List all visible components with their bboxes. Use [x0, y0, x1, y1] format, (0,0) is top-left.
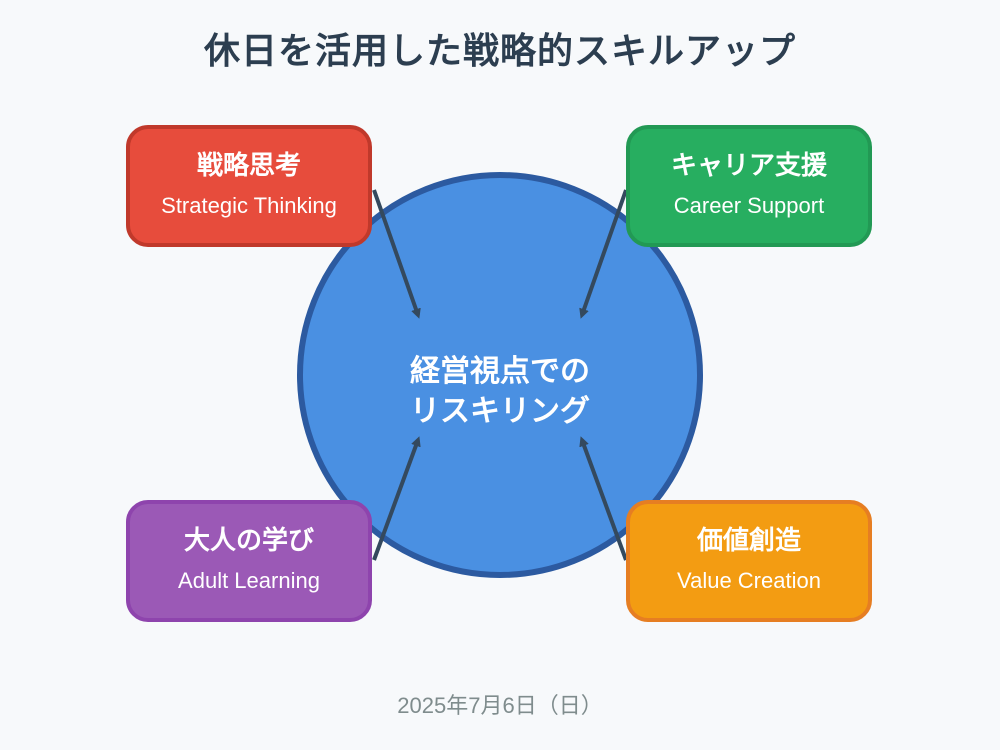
node-value-creation-en: Value Creation: [677, 568, 821, 593]
node-strategic-thinking-jp: 戦略思考: [196, 151, 301, 181]
arrow-adult-to-center: [372, 436, 421, 561]
node-value-creation: 価値創造 Value Creation: [626, 500, 872, 622]
arrow-strategic-to-center: [372, 189, 421, 319]
node-value-creation-jp: 価値創造: [696, 526, 801, 556]
node-career-support-en: Career Support: [673, 193, 825, 218]
node-strategic-thinking: 戦略思考 Strategic Thinking: [126, 125, 372, 247]
node-adult-learning-en: Adult Learning: [178, 568, 320, 593]
node-adult-learning-jp: 大人の学び: [183, 526, 314, 556]
node-career-support-jp: キャリア支援: [670, 151, 827, 181]
arrow-career-to-center: [579, 189, 628, 319]
arrow-value-to-center: [579, 436, 628, 561]
diagram-title: 休日を活用した戦略的スキルアップ: [203, 31, 796, 72]
center-label-line2: リスキリング: [410, 394, 590, 429]
date-label: 2025年7月6日（日）: [397, 693, 603, 718]
center-label: 経営視点での リスキリング: [350, 352, 650, 432]
center-circle: [297, 172, 703, 578]
node-adult-learning: 大人の学び Adult Learning: [126, 500, 372, 622]
node-strategic-thinking-en: Strategic Thinking: [161, 193, 337, 218]
node-career-support: キャリア支援 Career Support: [626, 125, 872, 247]
center-label-line1: 経営視点での: [410, 354, 590, 389]
